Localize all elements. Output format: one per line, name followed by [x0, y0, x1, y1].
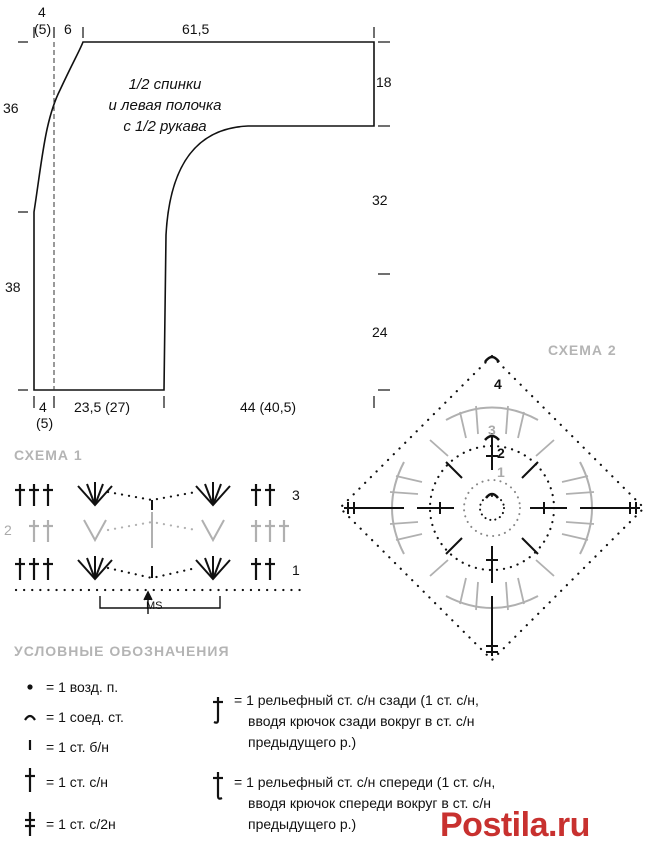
pattern-label: 1/2 спинки и левая полочка с 1/2 рукава — [100, 74, 230, 137]
legend-bpdc-line-2: вводя крючок сзади вокруг в ст. с/н — [248, 713, 475, 729]
scheme1-ms-label: MS — [146, 600, 163, 612]
dim-top-4: 4 — [38, 4, 46, 20]
legend-item-dc: = 1 ст. с/н — [46, 774, 109, 790]
scheme2-round-3: 3 — [488, 422, 496, 438]
dim-top-4b: (5) — [34, 21, 52, 37]
dim-right-24: 24 — [372, 324, 388, 340]
legend-item-sc: = 1 ст. б/н — [46, 739, 110, 755]
scheme2-round-2: 2 — [497, 445, 505, 461]
legend-item-slip: = 1 соед. ст. — [46, 709, 124, 725]
legend-fpdc-line-1: = 1 рельефный ст. с/н спереди (1 ст. с/н… — [234, 774, 496, 790]
scheme2-diagram — [338, 354, 646, 662]
legend-bpdc-line-1: = 1 рельефный ст. с/н сзади (1 ст. с/н, — [234, 692, 479, 708]
dim-right-32: 32 — [372, 192, 388, 208]
dim-bottom-4b: (5) — [36, 415, 54, 431]
dim-bottom-44: 44 (40,5) — [240, 399, 297, 415]
dim-left-36: 36 — [3, 100, 19, 116]
legend-icons — [24, 684, 223, 836]
scheme1-row-1: 1 — [292, 562, 300, 578]
scheme1-row-2: 2 — [4, 522, 12, 538]
watermark-logo: Postila.ru — [440, 806, 590, 844]
legend-item-chain: = 1 возд. п. — [46, 679, 119, 695]
dim-left-38: 38 — [5, 279, 21, 295]
pattern-label-line-1: 1/2 спинки — [128, 76, 202, 93]
legend-fpdc-line-2: вводя крючок спереди вокруг в ст. с/н — [248, 795, 491, 811]
legend-title: УСЛОВНЫЕ ОБОЗНАЧЕНИЯ — [14, 643, 230, 659]
pattern-label-line-2: и левая полочка — [108, 97, 222, 114]
scheme2-round-1: 1 — [497, 464, 505, 480]
legend-bpdc-line-3: предыдущего р.) — [248, 734, 357, 750]
legend-item-bpdc: = 1 рельефный ст. с/н сзади (1 ст. с/н, … — [234, 690, 479, 753]
scheme2-outer-diamond — [338, 354, 646, 662]
dim-top-615: 61,5 — [182, 21, 210, 37]
scheme1-row-3: 3 — [292, 487, 300, 503]
dim-top-6: 6 — [64, 21, 72, 37]
scheme1-diagram — [14, 482, 302, 614]
pattern-outline — [33, 41, 375, 391]
dim-right-18: 18 — [376, 74, 392, 90]
legend-item-tr: = 1 ст. с/2н — [46, 816, 116, 832]
dim-bottom-235: 23,5 (27) — [74, 399, 131, 415]
dim-bottom-4: 4 — [39, 399, 47, 415]
legend-item-fpdc: = 1 рельефный ст. с/н спереди (1 ст. с/н… — [234, 772, 495, 835]
legend-fpdc-line-3: предыдущего р.) — [248, 816, 357, 832]
scheme1-title: СХЕМА 1 — [14, 447, 83, 463]
scheme2-round-4: 4 — [494, 376, 502, 392]
pattern-label-line-3: с 1/2 рукава — [123, 118, 207, 135]
scheme2-title: СХЕМА 2 — [548, 342, 617, 358]
